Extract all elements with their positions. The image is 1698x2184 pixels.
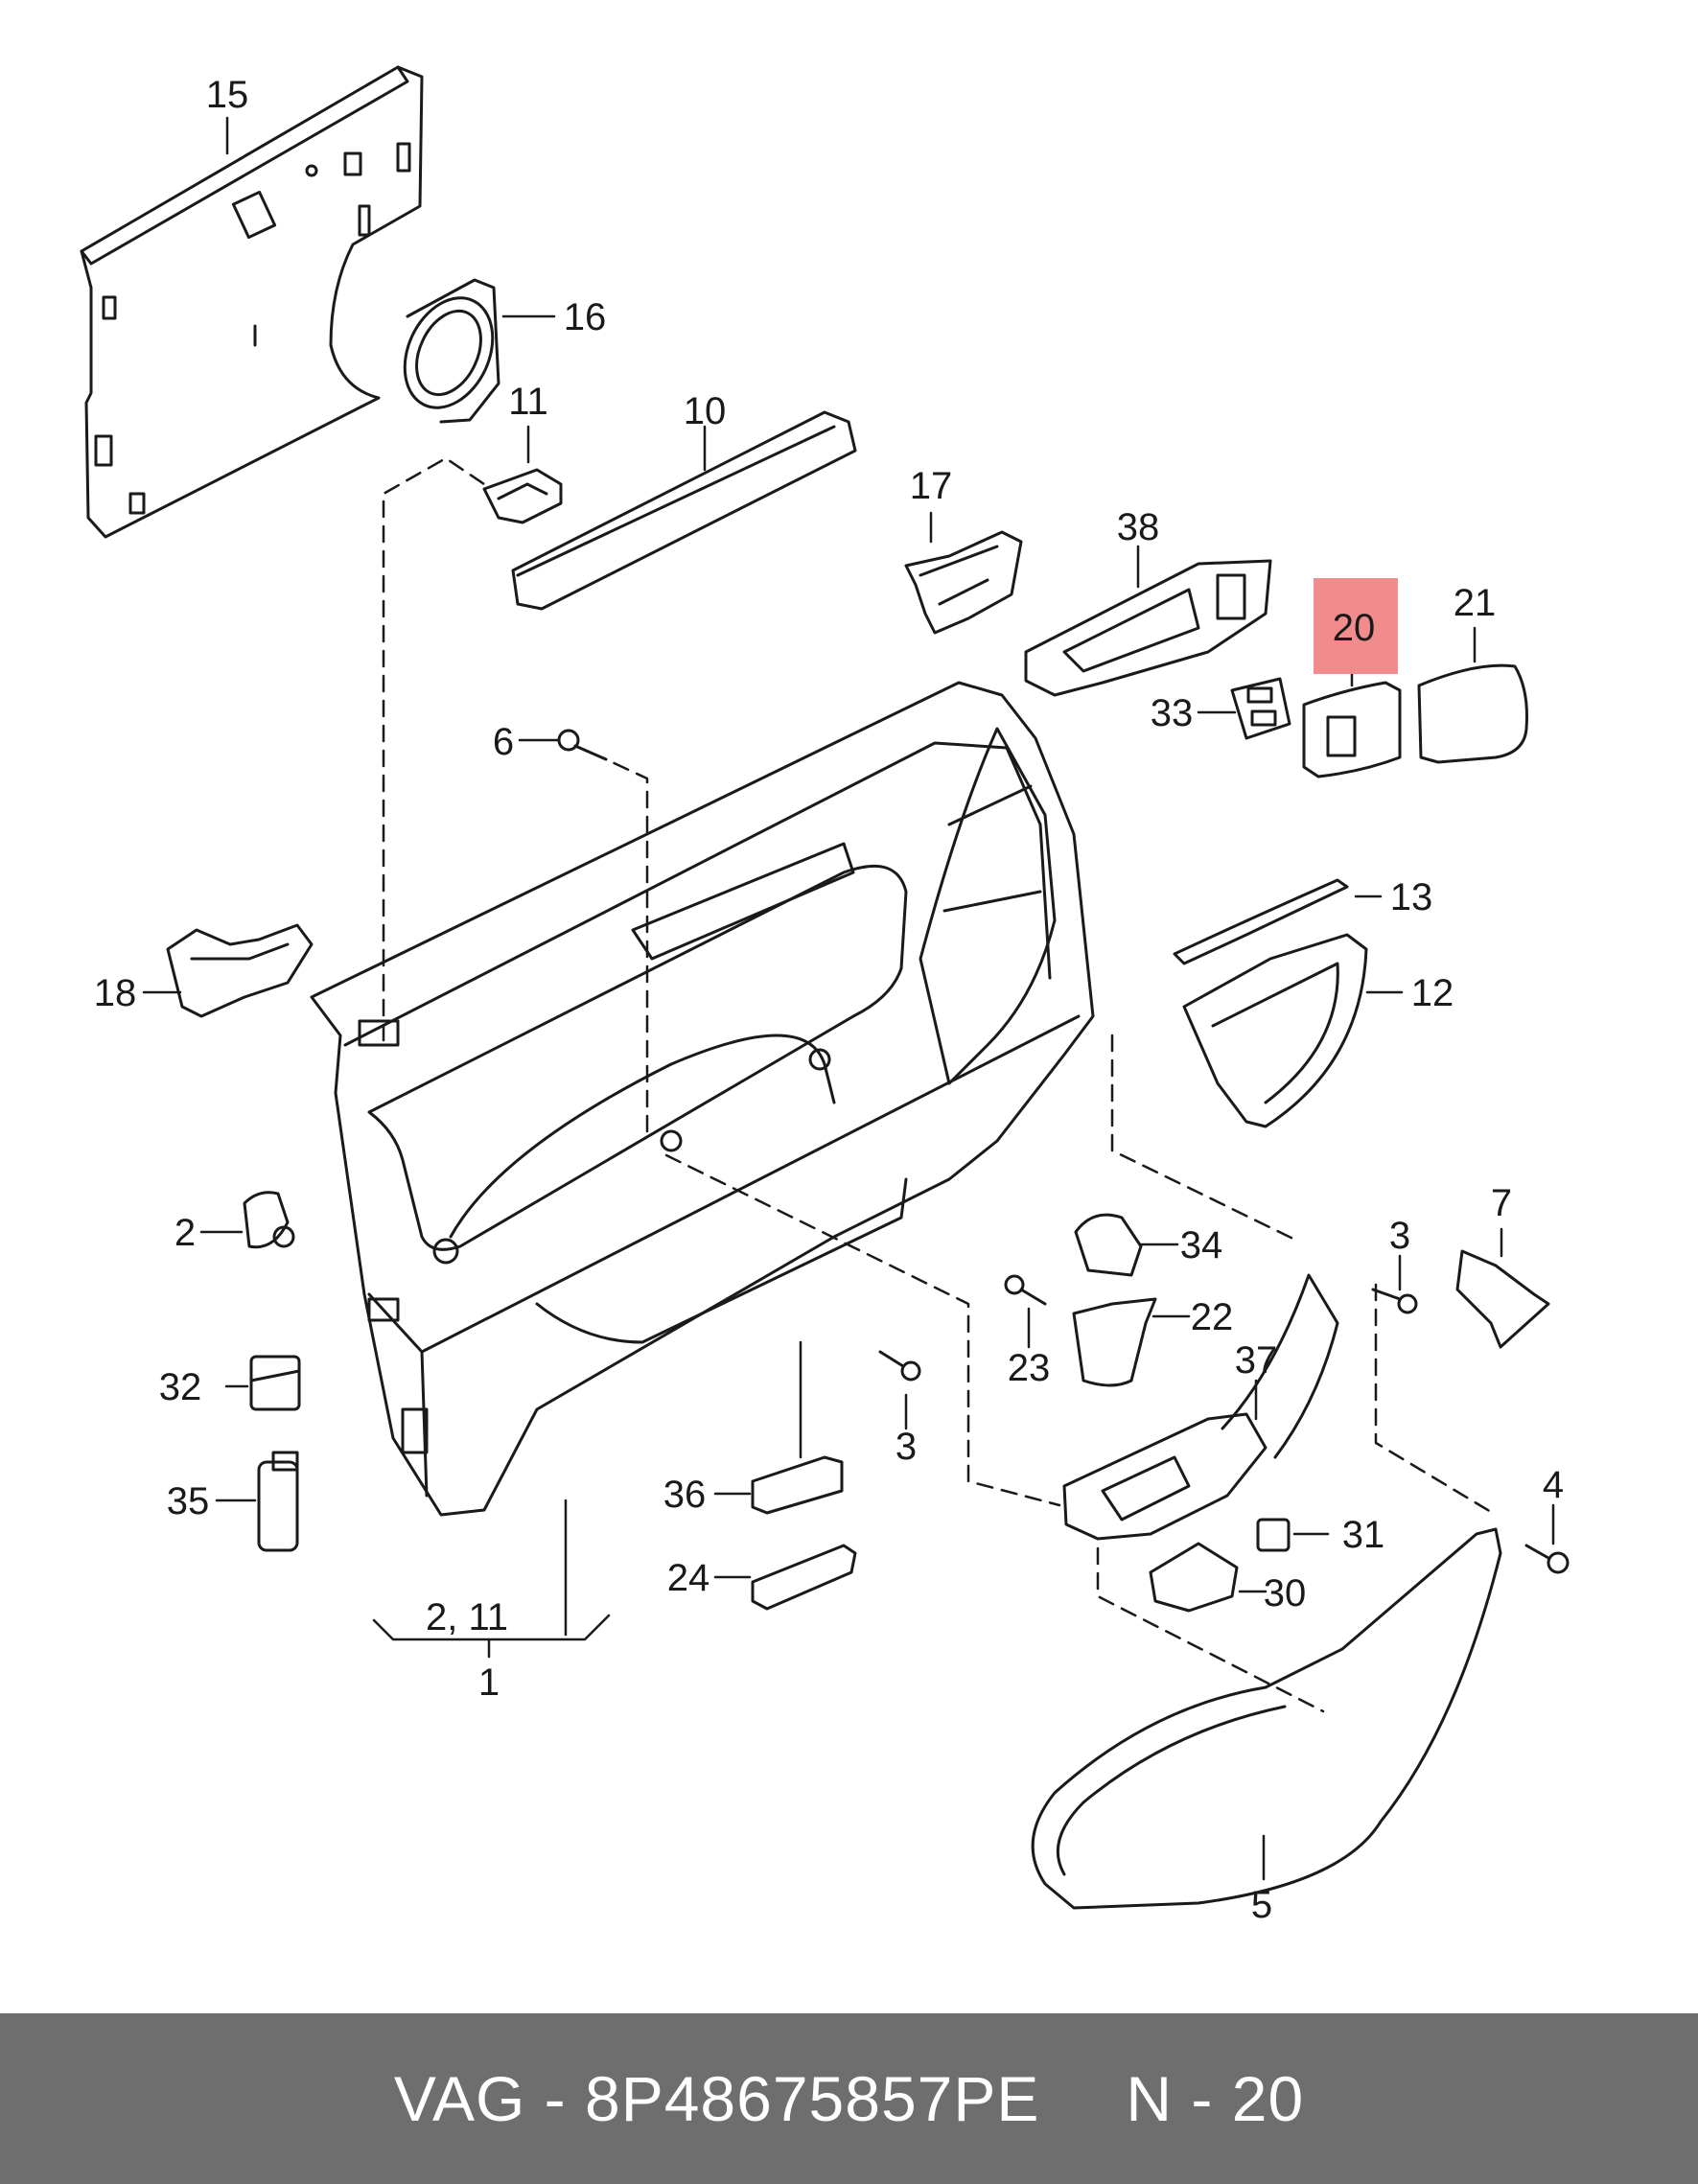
assembly-lines — [382, 456, 1498, 1713]
part-5-armrest — [1031, 1527, 1502, 1910]
callout-12: 12 — [1411, 972, 1454, 1014]
part-1-door-trim-panel — [310, 681, 1095, 1517]
part-16-speaker-ring — [403, 278, 500, 424]
part-4-screw — [1524, 1544, 1570, 1574]
part-number: 8P48675857PE — [585, 2063, 1040, 2134]
brand-label: VAG — [393, 2063, 526, 2134]
part-24-pad — [751, 1544, 857, 1611]
part-32-switch — [249, 1355, 301, 1411]
callout-3-b: 3 — [896, 1426, 917, 1468]
part-number-footer: VAG - 8P48675857PE N - 20 — [0, 2013, 1698, 2184]
part-30-switch — [1149, 1542, 1239, 1613]
callout-20: 20 — [1333, 607, 1376, 649]
callout-30: 30 — [1264, 1572, 1307, 1615]
callout-35: 35 — [167, 1480, 210, 1522]
callout-10: 10 — [684, 390, 727, 432]
part-10-trim-strip — [511, 410, 857, 611]
highlight-box — [1314, 578, 1398, 674]
part-20-trim-cap — [1302, 681, 1402, 778]
callout-4: 4 — [1543, 1464, 1564, 1506]
callout-32: 32 — [159, 1366, 202, 1408]
part-18-bracket — [166, 923, 314, 1018]
callout-1: 1 — [478, 1661, 500, 1704]
part-21-cover — [1417, 663, 1528, 764]
part-37-switch-panel — [1062, 1273, 1339, 1541]
callout-21: 21 — [1454, 582, 1497, 624]
part-2-clip — [243, 1191, 295, 1249]
callout-31: 31 — [1342, 1514, 1385, 1556]
callout-17: 17 — [910, 465, 953, 507]
callout-7: 7 — [1491, 1182, 1512, 1224]
part-35-light — [257, 1451, 299, 1552]
callout-23: 23 — [1008, 1347, 1051, 1389]
part-22-cover — [1072, 1297, 1157, 1387]
part-12-door-pocket — [1182, 933, 1368, 1128]
callout-37: 37 — [1235, 1339, 1278, 1382]
part-33-switch — [1230, 677, 1291, 740]
callout-16: 16 — [564, 296, 607, 338]
callout-22: 22 — [1191, 1296, 1234, 1338]
part-31-switch — [1256, 1518, 1291, 1552]
separator: - — [544, 2063, 567, 2134]
part-13-trim-strip — [1173, 878, 1349, 965]
callout-24: 24 — [667, 1557, 710, 1599]
callout-13: 13 — [1390, 876, 1433, 918]
part-6-screw — [557, 729, 608, 761]
callout-36: 36 — [663, 1474, 707, 1516]
part-17-bracket — [904, 530, 1023, 635]
part-3-screw-a — [1371, 1288, 1418, 1314]
part-11-clip — [482, 468, 563, 524]
part-36-clip — [751, 1455, 844, 1515]
callout-33: 33 — [1151, 692, 1194, 734]
callout-2-11: 2, 11 — [426, 1596, 508, 1638]
callout-labels: 15 16 11 10 17 38 20 21 33 6 13 12 18 2 … — [94, 74, 1564, 1926]
callout-18: 18 — [94, 972, 137, 1014]
callout-15: 15 — [206, 74, 249, 116]
callout-38: 38 — [1117, 506, 1160, 548]
part-38-handle-housing — [1024, 559, 1272, 697]
part-23-screw — [1004, 1274, 1047, 1306]
exploded-parts-diagram: 15 16 11 10 17 38 20 21 33 6 13 12 18 2 … — [80, 65, 1570, 1926]
callout-6: 6 — [493, 721, 514, 763]
callout-11: 11 — [508, 381, 548, 423]
part-3-screw-b — [878, 1350, 921, 1382]
callout-3-a: 3 — [1389, 1215, 1410, 1257]
leader-lines — [142, 116, 1555, 1881]
part-34-switch — [1074, 1213, 1143, 1277]
callout-34: 34 — [1180, 1224, 1223, 1266]
callout-5: 5 — [1251, 1884, 1272, 1926]
diagram-position: N - 20 — [1126, 2063, 1305, 2134]
part-7-bracket — [1455, 1249, 1550, 1349]
callout-2: 2 — [174, 1212, 196, 1254]
part-15-backing-sheet — [80, 65, 424, 539]
